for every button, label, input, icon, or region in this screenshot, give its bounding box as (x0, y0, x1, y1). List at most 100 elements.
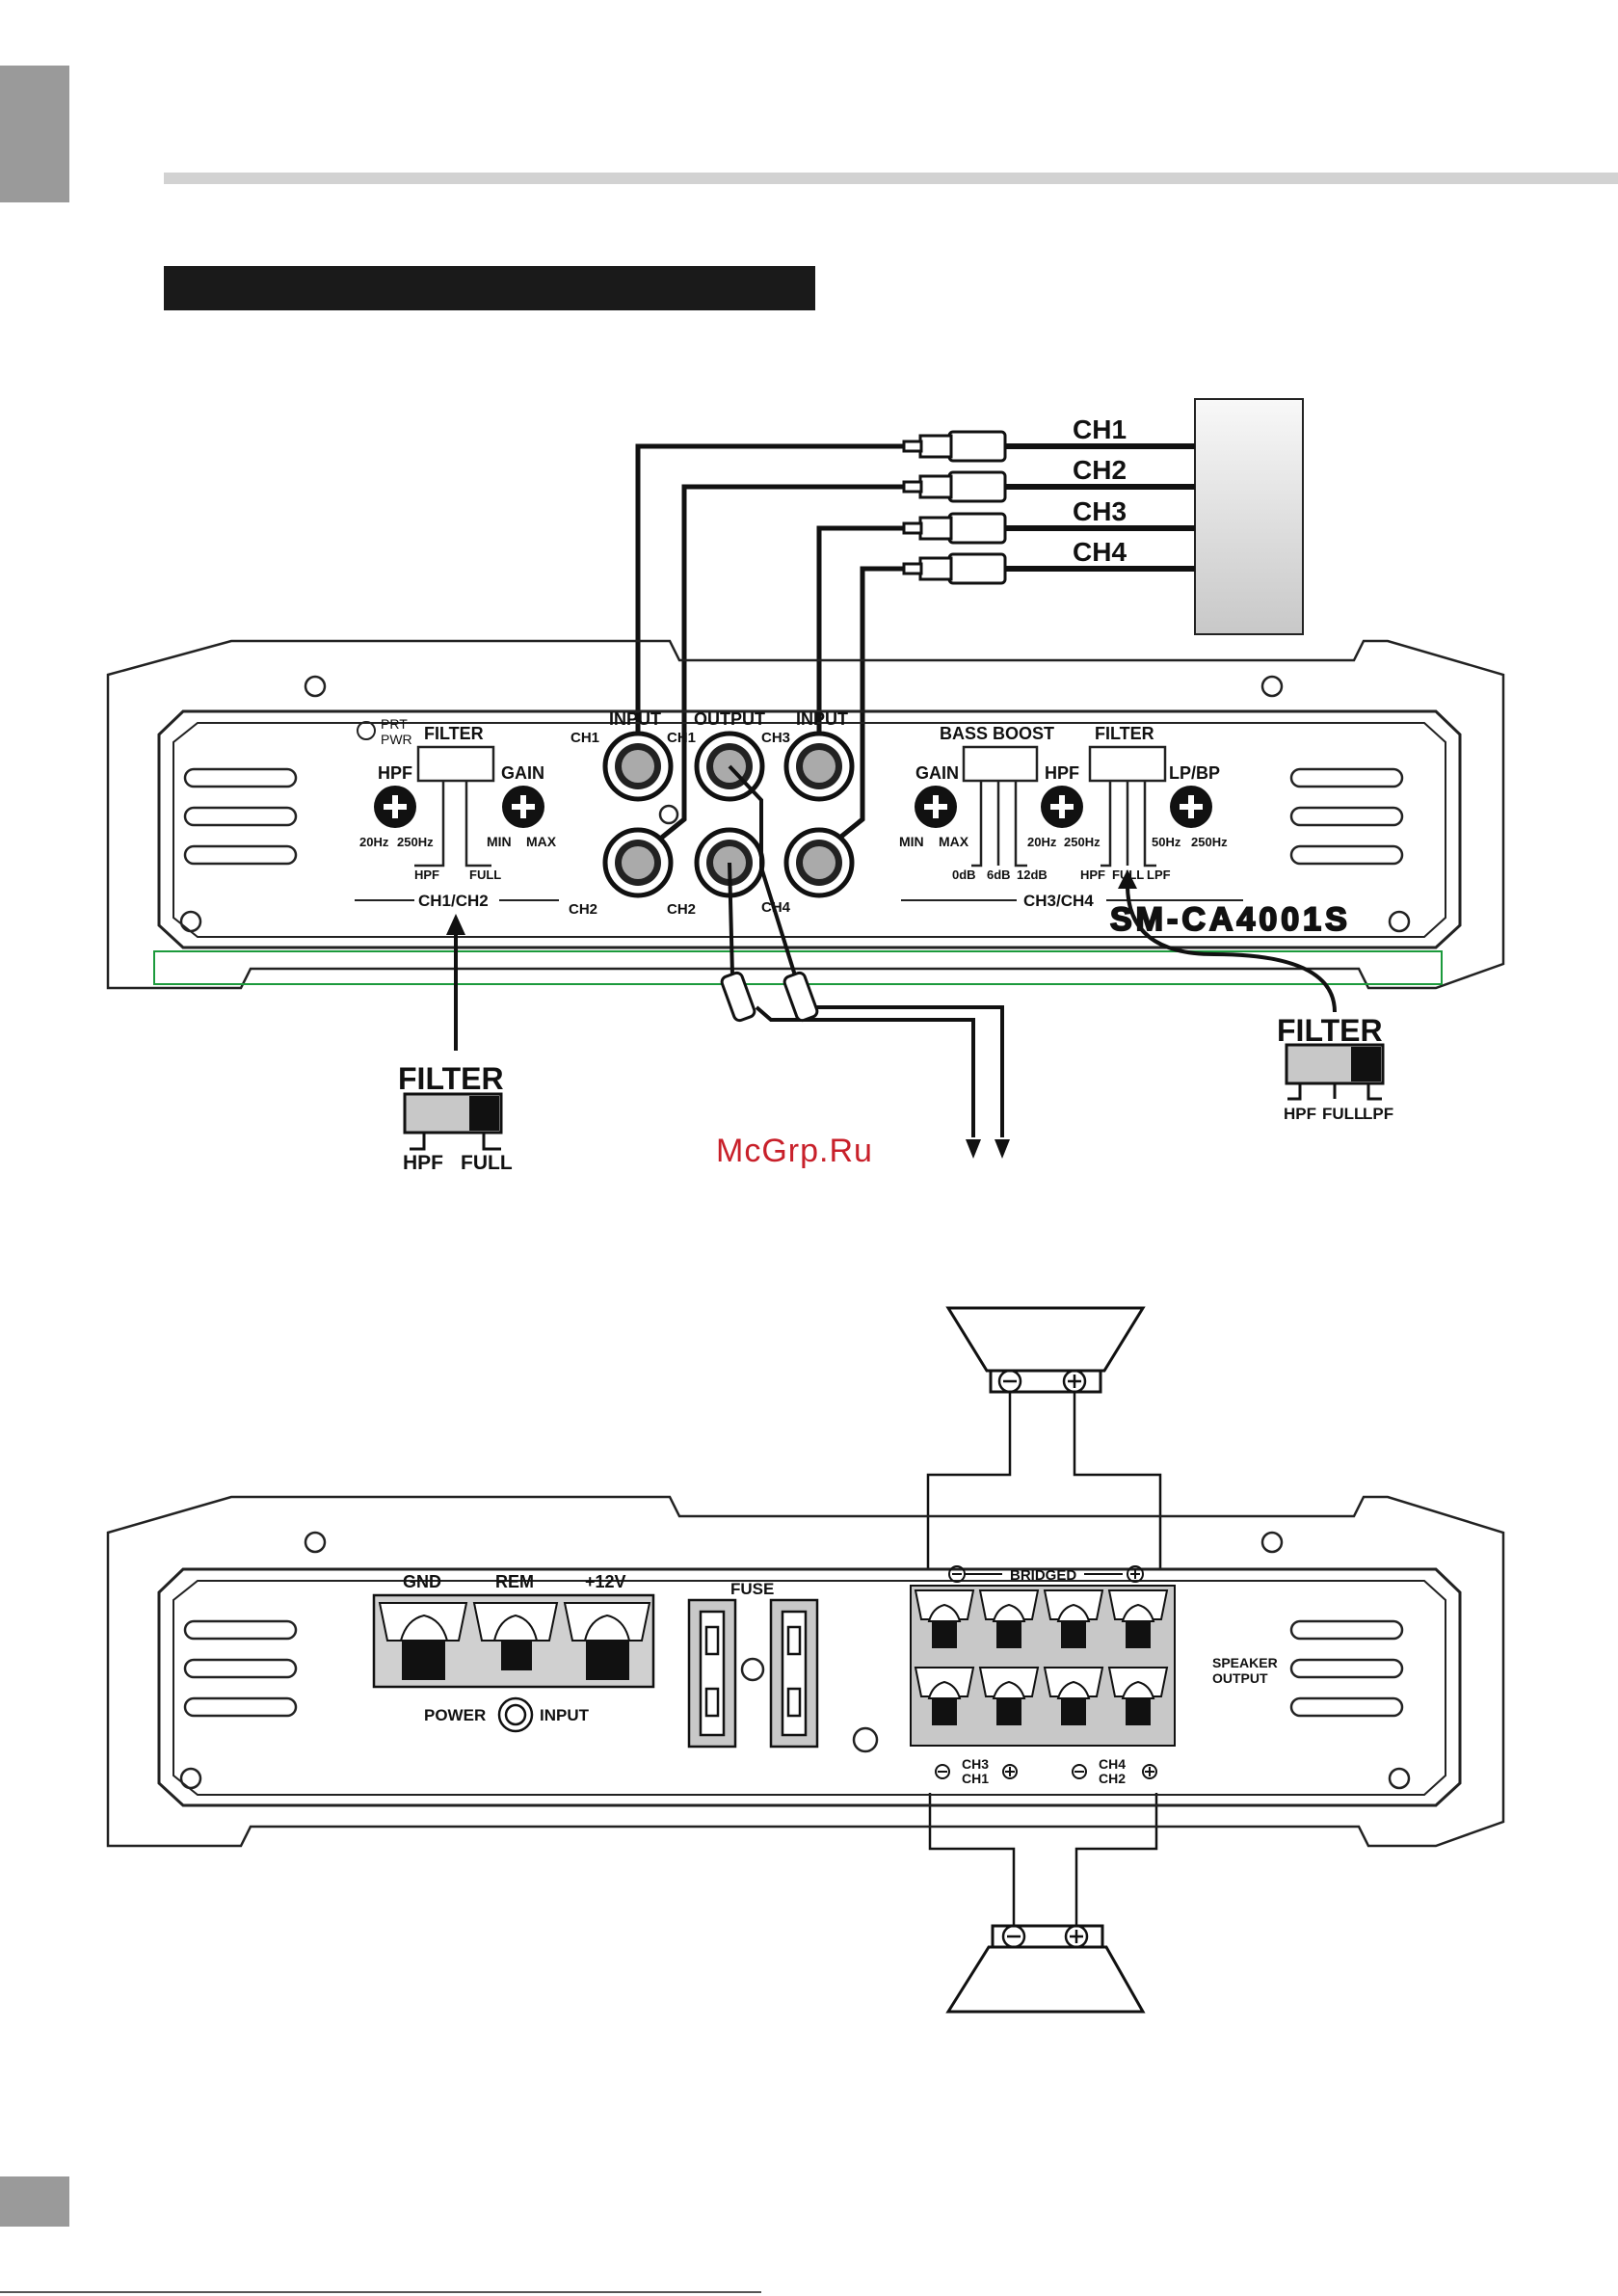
callout-right-title: FILTER (1277, 1013, 1383, 1048)
power-label: POWER (424, 1706, 486, 1724)
rca-ch2a-label: CH2 (569, 901, 597, 918)
amp-top-vents (183, 767, 1404, 866)
ch2-label: CH2 (1099, 1771, 1126, 1786)
callout-right-leads (1287, 1083, 1382, 1101)
gain-max-label: MAX (526, 834, 557, 849)
ch42-plus-icon (1142, 1764, 1157, 1779)
rca-ch3-label: CH3 (761, 730, 790, 746)
source-cables (1002, 443, 1195, 572)
lpbp-50hz-label: 50Hz (1152, 835, 1181, 849)
hpf-20hz-label: 20Hz (359, 835, 389, 849)
callout-left-opt1: HPF (403, 1152, 443, 1174)
callout-left-opt2: FULL (461, 1152, 513, 1174)
switch3-lpf-label: LPF (1147, 868, 1171, 882)
switch-full-label: FULL (469, 868, 501, 882)
amp-bottom-body (106, 1495, 1505, 1848)
output-wires (728, 764, 1004, 1137)
group-right-label: CH3/CH4 (1023, 892, 1094, 910)
input-a-label: INPUT (609, 709, 661, 729)
prt-pwr-led (357, 721, 376, 740)
lpbp-250hz-label: 250Hz (1191, 835, 1228, 849)
section-title-bar (164, 266, 815, 310)
bridged-minus-icon (948, 1565, 966, 1583)
group-left-label: CH1/CH2 (418, 892, 489, 910)
model-name: SM-CA4001S (1110, 901, 1351, 938)
power-led (497, 1696, 534, 1733)
rem-label: REM (495, 1572, 534, 1591)
fuse-1[interactable] (687, 1598, 737, 1749)
source-label-ch1: CH1 (1073, 414, 1127, 444)
bass-boost-label: BASS BOOST (940, 724, 1054, 743)
ch4-label: CH4 (1099, 1756, 1126, 1772)
filter-left-leads (414, 781, 491, 868)
v12-terminal[interactable] (563, 1602, 651, 1680)
gain-knob-right[interactable] (915, 786, 957, 828)
gain-knob-left[interactable] (502, 786, 544, 828)
filter-right-leads (1101, 781, 1156, 868)
gain-right-max-label: MAX (939, 834, 969, 849)
power-input-label: INPUT (540, 1706, 590, 1724)
ch42-minus-icon (1072, 1764, 1087, 1779)
rca-jack-in-ch3[interactable] (783, 731, 855, 802)
callout-right-opt1: HPF (1284, 1105, 1316, 1123)
fuse-2[interactable] (769, 1598, 819, 1749)
ch1-label: CH1 (962, 1771, 989, 1786)
filter-right-switch[interactable] (1088, 745, 1167, 783)
callout-right-opt3: LPF (1363, 1105, 1393, 1123)
source-label-ch2: CH2 (1073, 455, 1127, 485)
rca-ch1a-label: CH1 (570, 730, 599, 746)
corner-tab-top (0, 66, 69, 202)
amp-top-body (106, 639, 1505, 990)
hpf-label: HPF (378, 763, 412, 783)
lpbp-knob[interactable] (1170, 786, 1212, 828)
gnd-terminal[interactable] (378, 1602, 468, 1680)
ch31-plus-icon (1002, 1764, 1018, 1779)
rca-jack-in-ch1[interactable] (602, 731, 674, 802)
switch3-hpf-label: HPF (1080, 868, 1105, 882)
gain-right-label: GAIN (915, 763, 959, 783)
rca-ch2b-label: CH2 (667, 901, 696, 918)
lpbp-label: LP/BP (1169, 763, 1220, 783)
rca-jack-in-ch4[interactable] (783, 827, 855, 898)
amp-top-screws (179, 675, 1411, 933)
filter-right-label: FILTER (1095, 724, 1154, 743)
callout-left-title: FILTER (398, 1061, 504, 1096)
ch3-label: CH3 (962, 1756, 989, 1772)
speaker-terminals-row1[interactable] (914, 1589, 1169, 1648)
filter-left-label: FILTER (424, 724, 484, 743)
boost-0db-label: 0dB (952, 868, 976, 882)
amp-bottom-screws (179, 1531, 1411, 1790)
speaker-terminals-row2[interactable] (914, 1667, 1169, 1725)
input-b-label: INPUT (796, 709, 848, 729)
header-rule (164, 173, 1618, 184)
source-label-ch3: CH3 (1073, 496, 1127, 526)
rca-plugs (902, 430, 1007, 585)
callout-left-switch-knob (469, 1096, 499, 1131)
bass-boost-leads (971, 781, 1027, 868)
output-plugs (720, 971, 819, 1023)
watermark: McGrp.Ru (716, 1133, 873, 1169)
hpf-knob[interactable] (374, 786, 416, 828)
bass-boost-switch[interactable] (962, 745, 1039, 783)
gain-min-label: MIN (487, 834, 512, 849)
rem-terminal[interactable] (472, 1602, 559, 1670)
speaker-bottom (945, 1924, 1146, 2014)
hpf-knob-right[interactable] (1041, 786, 1083, 828)
filter-left-switch[interactable] (416, 745, 495, 783)
bridged-label: BRIDGED (1010, 1567, 1076, 1584)
bridge-wires (926, 1392, 1162, 1926)
pwr-label: PWR (381, 732, 412, 747)
input-wires (635, 443, 904, 854)
rca-jack-in-ch2[interactable] (602, 827, 674, 898)
hpf-right-label: HPF (1045, 763, 1079, 783)
hpf-250hz-label: 250Hz (397, 835, 434, 849)
speaker-output-label-1: SPEAKER (1212, 1655, 1278, 1670)
ch31-minus-icon (935, 1764, 950, 1779)
rca-ch1b-label: CH1 (667, 730, 696, 746)
speaker-top (945, 1306, 1146, 1394)
fuse-label: FUSE (730, 1580, 774, 1598)
hpf-right-250hz-label: 250Hz (1064, 835, 1101, 849)
callout-arrowheads (446, 869, 1137, 935)
boost-12db-label: 12dB (1017, 868, 1048, 882)
